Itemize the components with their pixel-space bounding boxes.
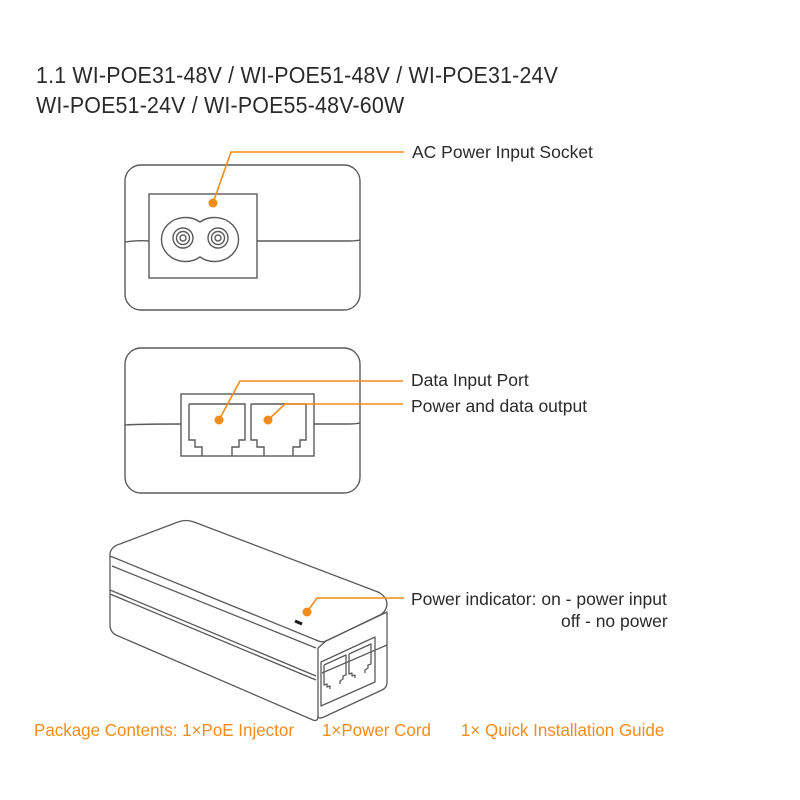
- rj45-port-left-icon: [188, 403, 246, 456]
- ac-socket-frame: [148, 193, 258, 279]
- power-led-icon: [294, 619, 303, 626]
- perspective-rj45-left-icon: [323, 654, 347, 689]
- ac-socket-figure8: [160, 216, 240, 263]
- perspective-top-bevel-inner: [111, 565, 317, 649]
- data-input-callout-dot: [214, 415, 224, 425]
- ac-side-seam-left: [124, 239, 150, 243]
- port-frame: [180, 393, 315, 457]
- ac-side-housing: [124, 164, 361, 311]
- package-item-injector: Package Contents: 1×PoE Injector: [34, 720, 294, 740]
- power-data-output-label: Power and data output: [411, 396, 588, 416]
- page-title-line-2: WI-POE51-24V / WI-POE55-48V-60W: [36, 92, 405, 118]
- perspective-front-seam: [321, 644, 388, 674]
- package-item-quick-guide: 1× Quick Installation Guide: [460, 720, 665, 740]
- perspective-side-seam: [109, 589, 317, 677]
- ac-pin-left-icon: [172, 227, 194, 249]
- package-contents: Package Contents: 1×PoE Injector 1×Power…: [34, 720, 664, 741]
- ac-callout-leader: [208, 151, 404, 208]
- ac-power-input-socket-label: AC Power Input Socket: [412, 142, 593, 162]
- power-indicator-label: Power indicator: on - power input: [411, 589, 667, 609]
- ac-pin-right-icon: [207, 227, 229, 249]
- package-item-power-cord: 1×Power Cord: [321, 720, 431, 740]
- data-input-callout-leader: [214, 380, 403, 425]
- ac-callout-dot: [208, 198, 218, 208]
- power-data-output-callout-dot: [263, 415, 273, 425]
- power-indicator-callout-dot: [302, 607, 312, 617]
- perspective-port-frame: [320, 636, 376, 707]
- data-input-port-label: Data Input Port: [411, 370, 529, 390]
- rj45-port-right-icon: [250, 403, 307, 456]
- page-title-line-1: 1.1 WI-POE31-48V / WI-POE51-48V / WI-POE…: [36, 62, 559, 88]
- power-data-output-callout-leader: [263, 403, 403, 425]
- port-side-seam-right: [314, 422, 361, 425]
- power-indicator-callout-leader: [302, 597, 404, 617]
- port-side-view: [124, 347, 361, 494]
- ac-side-seam-right: [257, 239, 361, 242]
- perspective-front-face: [317, 611, 388, 719]
- power-indicator-off-label: off - no power: [561, 611, 668, 631]
- perspective-top-bevel: [109, 555, 388, 643]
- perspective-side-seam-2: [109, 593, 317, 681]
- perspective-rj45-right-icon: [348, 643, 372, 678]
- ac-side-view: [124, 164, 361, 311]
- perspective-long-side: [109, 553, 319, 722]
- port-side-housing: [124, 347, 361, 494]
- perspective-view: [109, 519, 388, 722]
- perspective-top-face: [109, 519, 388, 604]
- port-side-seam-left: [124, 423, 182, 426]
